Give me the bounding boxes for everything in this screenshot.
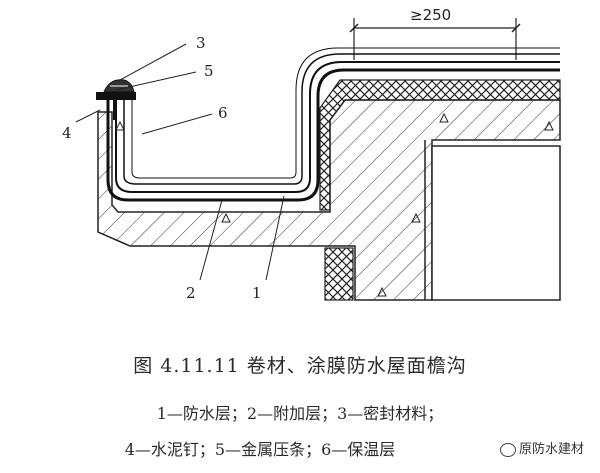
label-5: 5: [204, 62, 214, 80]
label-6: 6: [218, 104, 228, 122]
label-1: 1: [252, 284, 262, 302]
legend-line-1: 1—防水层；2—附加层；3—密封材料；: [156, 404, 444, 423]
label-2: 2: [186, 284, 196, 302]
leader-lines: [75, 43, 285, 281]
brand-icon: [499, 442, 516, 457]
concrete-gutter: [97, 99, 561, 301]
gutter-section-diagram: ≥250 3 5 6 4 2: [62, 6, 561, 302]
watermark-text: 原防水建材: [518, 442, 584, 457]
watermark: 原防水建材: [495, 436, 588, 459]
interior-opening: [431, 145, 561, 301]
legend-line-2: 4—水泥钉；5—金属压条；6—保温层: [124, 440, 396, 459]
figure-title: 图 4.11.11 卷材、涂膜防水屋面檐沟: [133, 355, 467, 377]
dimension-label: ≥250: [410, 6, 451, 24]
membrane-layers: [106, 47, 560, 202]
label-4: 4: [62, 124, 72, 142]
wall-insulation: [324, 247, 354, 301]
insulation-layer: [319, 79, 561, 211]
aggregate-marks: [115, 112, 554, 297]
lip-detail: [96, 79, 136, 120]
dimension-marker: ≥250: [349, 6, 521, 60]
label-3: 3: [196, 34, 206, 52]
